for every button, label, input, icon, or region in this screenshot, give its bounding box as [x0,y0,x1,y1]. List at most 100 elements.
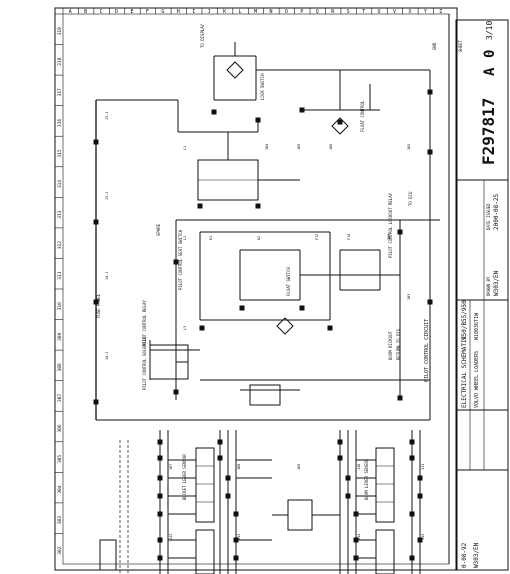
label-float-control: FLOAT CONTROL [360,100,365,132]
grid-letter: I [192,9,195,15]
grid-letter: L [239,9,242,15]
grid-number: 310 [57,302,63,310]
terminal [233,555,239,561]
wire-id: 106 [329,144,333,150]
terminal [233,537,239,543]
terminal [409,439,415,445]
title-block [448,14,509,571]
terminal [345,475,351,481]
terminal [337,119,343,125]
grid-letter: J [208,9,211,15]
grid-number: 308 [57,363,63,371]
grid-letter: N [269,9,272,15]
wire-id: 108 [237,464,241,470]
terminal [157,537,163,543]
terminal [337,455,343,461]
terminal [173,259,179,265]
wire-id: J4.2 [105,352,109,360]
terminal [233,511,239,517]
terminal [397,395,403,401]
grid-letter: Z [439,9,442,15]
terminal [417,493,423,499]
grid-letter: Q [316,9,319,15]
grid-letter: T [362,9,365,15]
label-boom-kickout: BOOM KICKOUT [388,331,393,360]
terminal [225,475,231,481]
wire-id: K2 [257,236,261,240]
wire-id: L2 [183,236,187,240]
terminal [345,493,351,499]
wire-id: J3.2 [105,192,109,200]
wire-id: 110 [357,464,361,470]
terminal [197,203,203,209]
grid-letter: H [177,9,180,15]
label-ground: GND [432,42,437,50]
grid-letter: S [347,9,350,15]
grid-number: 312 [57,241,63,249]
grid-letter: R [331,9,335,15]
model-text: 950/B55/950 [461,300,468,340]
grid-letter: Y [424,9,427,15]
date-label: DATE ISSUED [486,203,491,230]
terminal [93,399,99,405]
wire-id: 104 [265,144,269,150]
grid-letter: D [115,9,118,15]
grid-number: 319 [57,27,63,35]
terminal [225,493,231,499]
grid-letter: K [223,9,226,15]
terminal [417,537,423,543]
label-pilot-relay: PILOT CONTROL RELAY [142,300,147,346]
terminal [353,537,359,543]
terminal [299,305,305,311]
grid-letter: B [84,9,87,15]
terminal [353,555,359,561]
terminal [157,511,163,517]
wire-id: J3.1 [105,112,109,120]
grid-number: 313 [57,210,63,218]
terminal [157,555,163,561]
grid-number: 314 [57,180,63,188]
wire-id: L3 [183,326,187,330]
sheet-label: SHEET [458,39,463,52]
wire-id: F14 [347,234,351,240]
grid-letter: V [393,9,396,15]
wire-id: 107 [169,464,173,470]
terminal [427,299,433,305]
grid-letter: A [69,9,72,15]
article-text: VOLVO WHEEL LOADERS [474,351,480,408]
serial-text: W10036T1W [474,312,480,340]
terminal [397,229,403,235]
wire-id: 105 [297,144,301,150]
grid-letter: X [408,9,411,15]
terminal [409,511,415,517]
terminal [409,455,415,461]
grid-letter: E [130,9,133,15]
drawn-by: W303/EN [493,270,500,296]
grid-number: 311 [57,271,63,279]
terminal [157,493,163,499]
terminal [93,299,99,305]
label-fuse-panel: FUSE PANEL [96,293,101,318]
grid-letter: P [300,9,303,15]
wire-id: K1 [209,236,213,240]
rev-index: 0 [482,50,498,58]
grid-number: 318 [57,57,63,65]
grid-number: 307 [57,394,63,402]
label-to-ecu: TO ECU [408,191,413,206]
terminal [255,117,261,123]
title-text: ELECTRICAL SCHEMATIC [461,335,468,408]
small-ref: W303/EN [473,542,480,568]
small-date: 0-08-92 [461,542,468,568]
sheet-index: 3/10 [485,21,494,40]
grid-letter: F [146,9,149,15]
grid-number: 315 [57,149,63,157]
grid-numbers-left: 3193183173163153143133123113103093083073… [55,13,63,555]
wire-id: 101 [387,234,391,240]
date-text: 2000-08-25 [493,193,500,230]
terminal-blocks [93,89,433,561]
wire-id: 111 [421,464,425,470]
drawing-number: F297817 [479,98,498,165]
terminal [199,325,205,331]
drawn-label: DRAWN BY [486,276,491,296]
label-seat-switch: PILOT CONTROL SEAT SWITCH [178,229,183,290]
